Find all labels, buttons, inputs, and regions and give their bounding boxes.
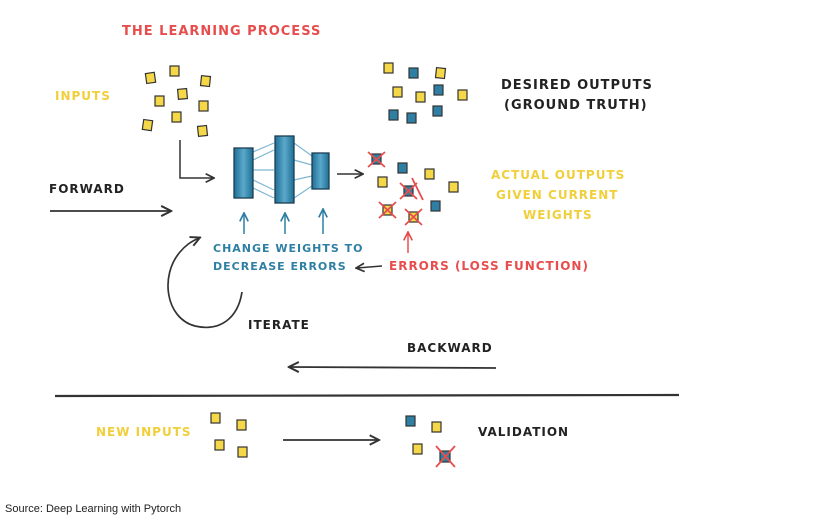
new-inputs-label: NEW INPUTS [96, 425, 192, 439]
backward-arrow [290, 367, 497, 368]
desired-output-squares [383, 62, 468, 124]
separator-line [54, 393, 680, 398]
forward-label: FORWARD [49, 182, 125, 196]
inputs-label: INPUTS [55, 89, 111, 103]
layer-2 [274, 135, 295, 204]
iterate-label: ITERATE [248, 318, 310, 332]
weight-update-arrows [244, 210, 323, 234]
neural-network [233, 135, 330, 204]
change-weights-label: CHANGE WEIGHTS TO [213, 242, 364, 255]
errors-label: ERRORS (LOSS FUNCTION) [389, 259, 589, 273]
weights-label: WEIGHTS [523, 208, 593, 222]
given-current-label: GIVEN CURRENT [496, 188, 619, 202]
inputs-to-network-arrow [179, 140, 213, 178]
new-input-squares [210, 412, 248, 458]
input-squares [141, 65, 212, 138]
error-x-marks [367, 151, 424, 226]
layer-3 [311, 152, 330, 190]
layer-1 [233, 147, 254, 199]
validation-label: VALIDATION [478, 425, 570, 439]
source-caption: Source: Deep Learning with Pytorch [5, 503, 182, 515]
diagram-title: THE LEARNING PROCESS [122, 24, 322, 39]
actual-outputs-label: ACTUAL OUTPUTS [491, 168, 626, 182]
validation-squares [405, 415, 456, 468]
ground-truth-label: (GROUND TRUTH) [504, 98, 648, 113]
decrease-errors-label: DECREASE ERRORS [213, 260, 347, 273]
backward-label: BACKWARD [407, 341, 493, 355]
desired-outputs-label: DESIRED OUTPUTS [501, 78, 653, 93]
iterate-loop-arrow [167, 238, 243, 329]
errors-to-weights-arrow [357, 266, 383, 268]
